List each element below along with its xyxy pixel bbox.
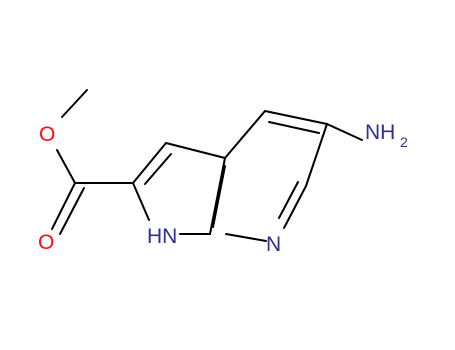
bond-n7-c7a bbox=[225, 233, 267, 242]
bond-c6-n7-inner bbox=[278, 181, 299, 219]
bond-c3a-c7a bbox=[209, 157, 226, 235]
amino-n-label: NH bbox=[365, 121, 395, 144]
bond-carbonyl-double-1 bbox=[51, 182, 76, 230]
bond-c2-n1 bbox=[132, 182, 150, 221]
bond-methyl-oxygen bbox=[61, 89, 88, 118]
ring-nh-label: HN bbox=[147, 225, 177, 248]
bond-c5-amino bbox=[326, 123, 363, 141]
bond-c3a-c4 bbox=[224, 110, 266, 159]
carbonyl-oxygen-label: O bbox=[38, 231, 54, 254]
bond-c2-c3-inner bbox=[144, 153, 172, 185]
bond-carbonyl-double-2 bbox=[59, 187, 85, 235]
pyridine-n-label: N bbox=[266, 233, 281, 256]
bond-c4-c5-inner bbox=[268, 121, 320, 134]
amino-h-count: 2 bbox=[400, 134, 408, 150]
ester-oxygen-label: O bbox=[39, 123, 55, 146]
bond-c6-n7 bbox=[283, 185, 307, 229]
bond-c4-c5 bbox=[264, 110, 328, 125]
bond-c5-c6 bbox=[305, 123, 328, 187]
bond-oxygen-carbonyl bbox=[56, 149, 76, 184]
bond-c7a-inner bbox=[212, 165, 226, 228]
bond-c3-c3a bbox=[165, 142, 226, 159]
bond-c2-c3 bbox=[132, 142, 167, 184]
